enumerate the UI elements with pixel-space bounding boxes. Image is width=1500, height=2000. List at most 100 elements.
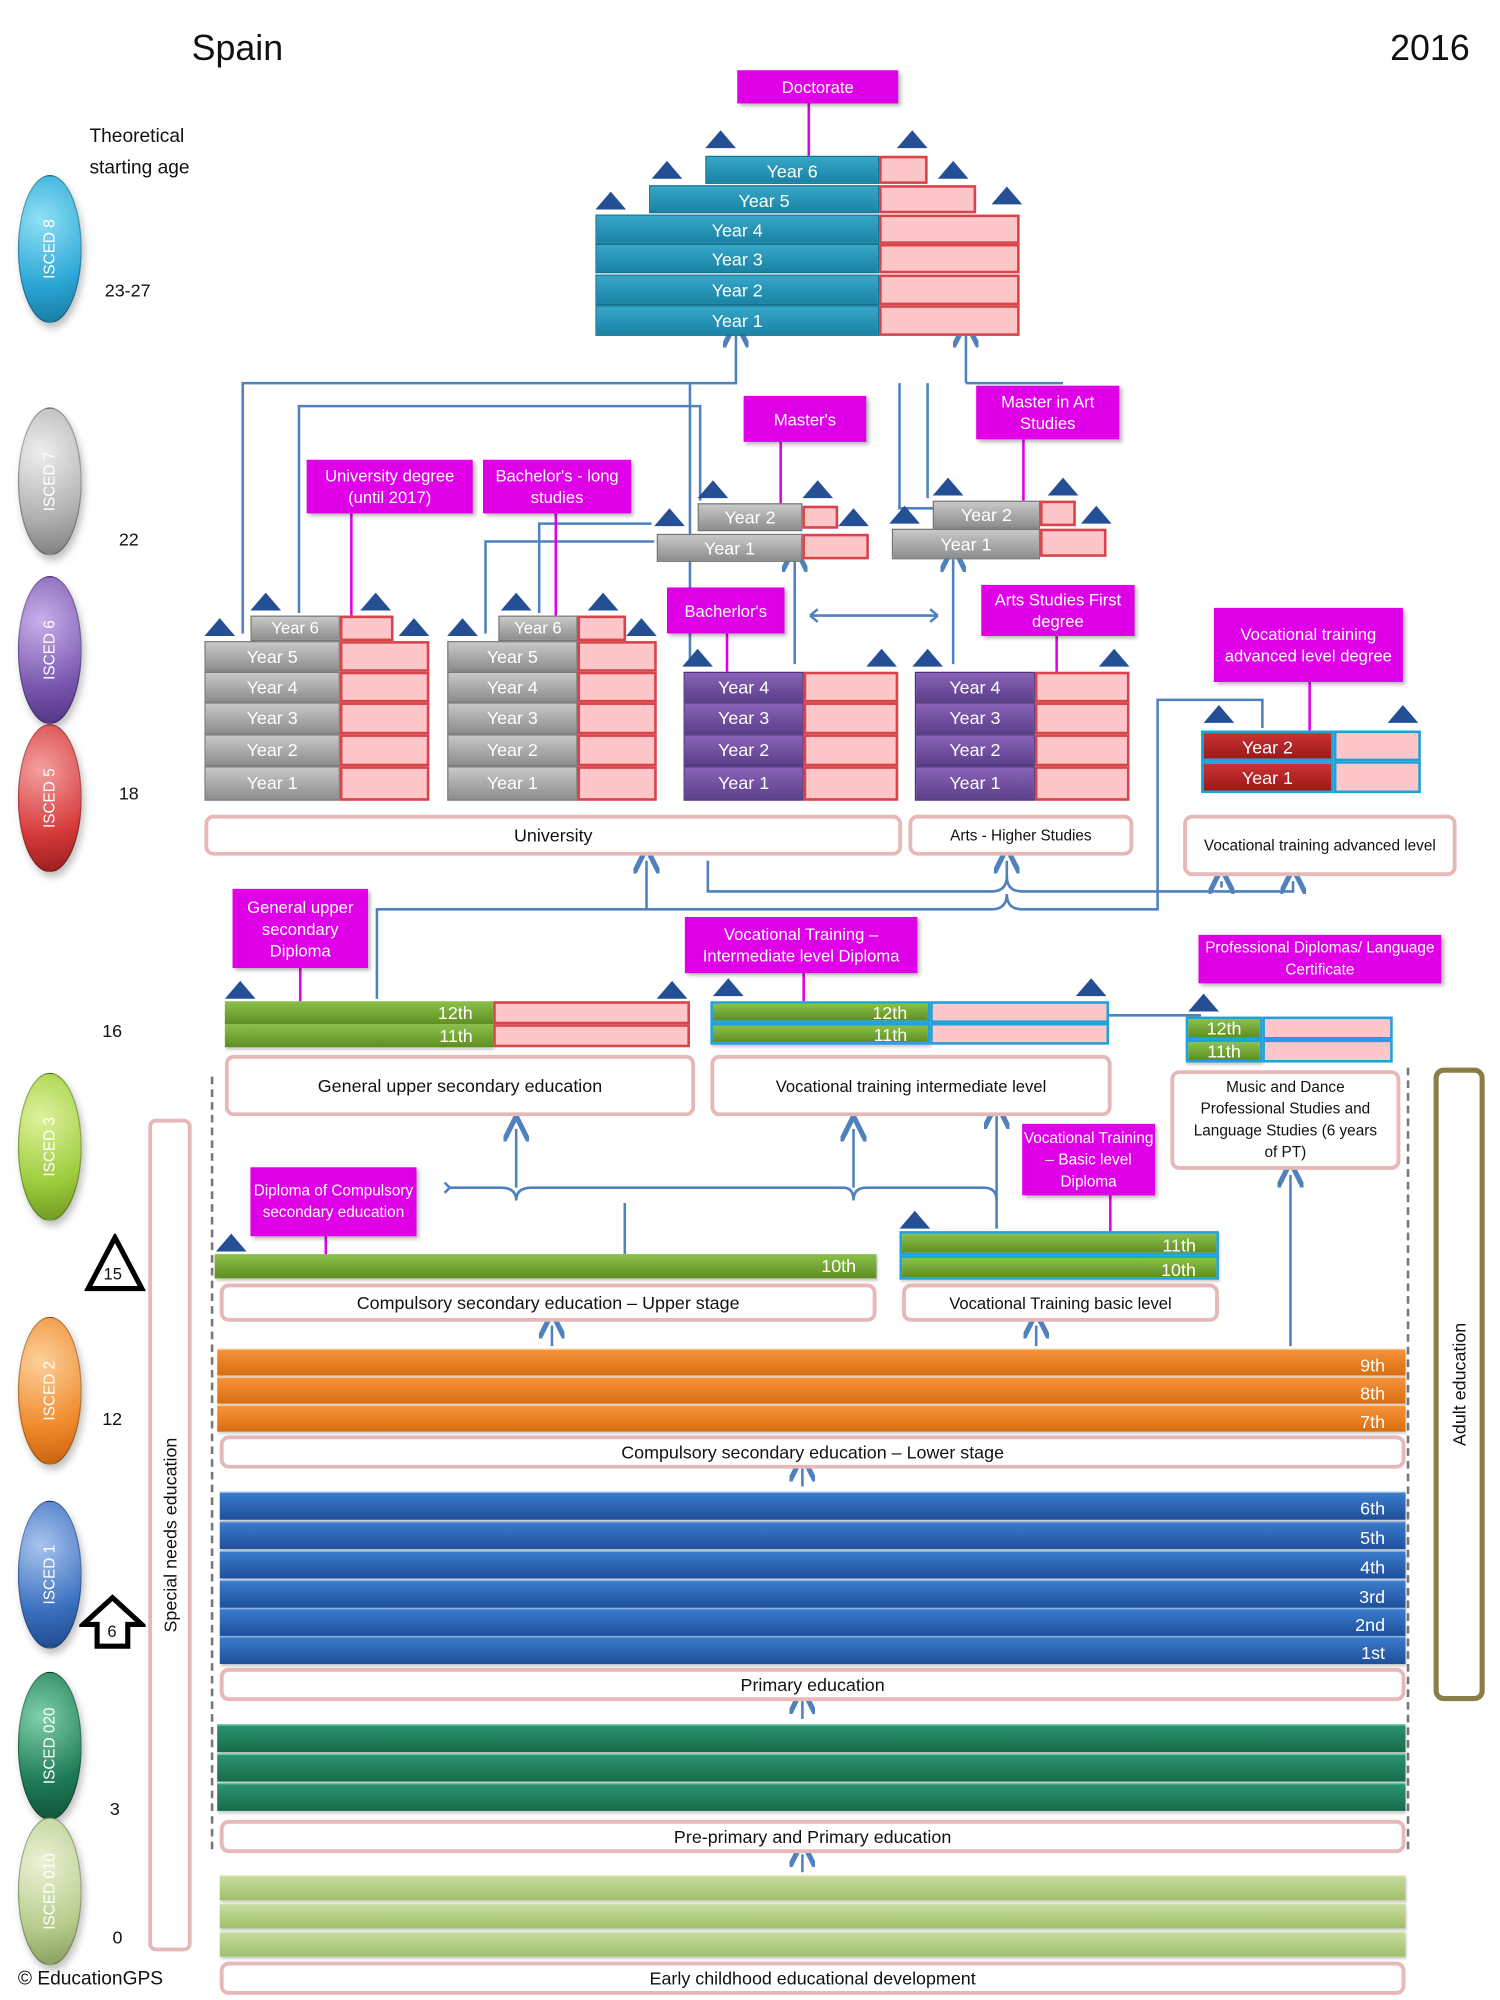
arts-year-2: Year 2 [914, 734, 1035, 767]
stem-vt-basic [1109, 1195, 1112, 1232]
vtadv-marker-left-icon [1203, 704, 1235, 723]
label-general-upper: General upper secondary education [224, 1054, 696, 1117]
diploma-masters: Master's [743, 395, 867, 442]
stem-doctorate [807, 102, 811, 156]
diploma-prof: Professional Diplomas/ Language Certific… [1198, 934, 1442, 984]
diploma-univ-degree: University degree (until 2017) [306, 459, 473, 514]
gen-upper-cell-11 [493, 1024, 690, 1048]
age-6-arrow-icon: 6 [76, 1594, 149, 1650]
univ1-cell-5 [339, 641, 430, 672]
label-early-childhood: Early childhood educational development [219, 1961, 1406, 1995]
vt-inter-cell-12 [930, 1001, 1110, 1023]
stem-vt-adv [1308, 681, 1311, 731]
univ2-marker-2-icon [500, 592, 532, 611]
doct-marker-5-icon [937, 160, 969, 179]
age-23-27: 23-27 [104, 279, 151, 301]
gen-upper-grade-12: 12th [224, 1001, 494, 1025]
age-16: 16 [102, 1020, 123, 1041]
arts-year-3: Year 3 [914, 702, 1035, 735]
doct-marker-2-icon [651, 160, 683, 179]
early-bar-1 [219, 1874, 1406, 1901]
doct-year-1: Year 1 [595, 305, 880, 336]
vt-basic-grade-11: 11th [899, 1231, 1219, 1256]
stem-bach-long [554, 513, 558, 616]
label-university: University [204, 814, 903, 856]
masterart-marker-2-icon [932, 477, 964, 496]
univ1-year-1: Year 1 [204, 766, 340, 801]
vt-inter-marker-left-icon [712, 978, 744, 997]
isced-7-oval: ISCED 7 [17, 407, 82, 556]
masters-marker-3-icon [802, 480, 834, 499]
univ1-cell-3 [339, 702, 430, 735]
univ1-marker-2-icon [250, 592, 282, 611]
univ2-marker-4-icon [626, 618, 657, 636]
label-vt-intermediate: Vocational training intermediate level [710, 1054, 1112, 1117]
diploma-bach-long: Bachelor's - long studies [482, 459, 632, 514]
masters-cell-2 [802, 505, 839, 529]
bach-year-1: Year 1 [683, 766, 804, 801]
masterart-marker-1-icon [889, 505, 920, 524]
label-preprimary: Pre-primary and Primary education [219, 1819, 1406, 1854]
primary-grade-2: 2nd [219, 1607, 1406, 1636]
univ1-year-5: Year 5 [204, 641, 340, 672]
age-18: 18 [118, 782, 139, 804]
adult-education-box: Adult education [1433, 1067, 1485, 1702]
stem-comp-sec [324, 1236, 328, 1255]
isced-8-oval: ISCED 8 [17, 174, 82, 324]
age-3: 3 [109, 1798, 120, 1819]
primary-grade-1: 1st [219, 1635, 1406, 1665]
vt-inter-grade-12: 12th [710, 1001, 931, 1023]
label-lower-secondary: Compulsory secondary education – Lower s… [219, 1435, 1406, 1469]
univ1-marker-1-icon [204, 618, 236, 636]
univ1-cell-1 [339, 766, 430, 801]
stem-masters [779, 439, 782, 504]
arts-year-1: Year 1 [914, 766, 1035, 801]
bach-marker-left-icon [682, 648, 713, 667]
univ2-cell-4 [577, 671, 657, 703]
arts-year-4: Year 4 [914, 671, 1035, 703]
vt-inter-grade-11: 11th [710, 1022, 931, 1045]
masterart-year-1: Year 1 [891, 528, 1041, 560]
bach-year-4: Year 4 [683, 671, 804, 703]
frame-dash-right [1406, 1067, 1410, 1850]
vtadv-cell-2 [1333, 730, 1421, 762]
diploma-comp-sec: Diploma of Compulsory secondary educatio… [250, 1167, 417, 1237]
starting-age-label: Theoretical starting age [89, 125, 190, 179]
preprimary-bar-3 [217, 1782, 1406, 1811]
vt-basic-grade-10: 10th [899, 1255, 1219, 1280]
doct-cell-3 [879, 243, 1020, 274]
isced-5-oval: ISCED 5 [17, 724, 82, 873]
vtadv-year-2: Year 2 [1201, 730, 1334, 762]
gen-upper-grade-11: 11th [224, 1024, 494, 1048]
copyright: © EducationGPS [17, 1968, 164, 1990]
early-bar-3 [219, 1930, 1406, 1957]
univ2-marker-1-icon [447, 618, 478, 636]
masterart-marker-4-icon [1080, 505, 1112, 524]
doct-marker-4-icon [896, 130, 928, 149]
doct-cell-4 [879, 214, 1020, 244]
univ2-cell-1 [577, 766, 657, 801]
diploma-vt-adv: Vocational training advanced level degre… [1213, 607, 1403, 682]
bach-cell-3 [803, 702, 899, 735]
age-0: 0 [112, 1927, 123, 1948]
stem-master-art [1022, 439, 1025, 501]
doct-marker-6-icon [991, 186, 1023, 205]
univ2-year-5: Year 5 [447, 641, 578, 672]
masterart-year-2: Year 2 [932, 500, 1041, 529]
univ2-cell-6 [577, 615, 627, 642]
masters-year-1: Year 1 [656, 533, 803, 562]
primary-grade-5: 5th [219, 1521, 1406, 1550]
gen-upper-marker-right-icon [656, 980, 688, 999]
doct-year-3: Year 3 [595, 243, 880, 274]
diploma-vt-inter: Vocational Training – Intermediate level… [684, 916, 918, 974]
arts-cell-1 [1034, 766, 1130, 801]
prof-grade-11: 11th [1185, 1039, 1263, 1063]
univ1-marker-3-icon [360, 592, 391, 611]
univ1-year-2: Year 2 [204, 734, 340, 767]
diploma-vt-basic: Vocational Training – Basic level Diplom… [1022, 1123, 1156, 1196]
univ1-cell-2 [339, 734, 430, 767]
preprimary-bar-2 [217, 1753, 1406, 1782]
doct-year-4: Year 4 [595, 214, 880, 244]
bach-year-2: Year 2 [683, 734, 804, 767]
lower-sec-grade-9: 9th [217, 1348, 1406, 1376]
